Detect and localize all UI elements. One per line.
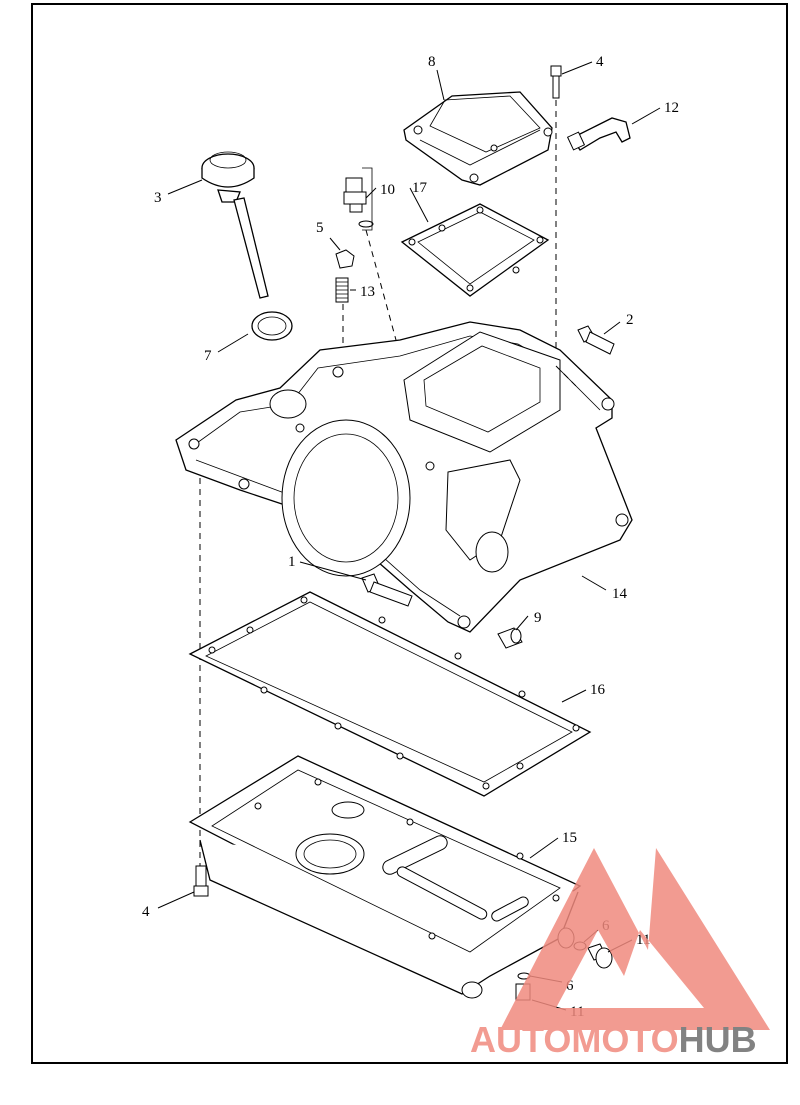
watermark-text-auto: AUTOMOTO: [470, 1019, 679, 1060]
oil-pan-part-15: [188, 755, 582, 999]
callout-14: 14: [612, 586, 628, 602]
bolt-part-4-bottom: [193, 865, 209, 897]
gasket-part-17: [400, 203, 550, 297]
watermark-text-hub: HUB: [679, 1019, 757, 1060]
oil-pan-gasket-part-16: [188, 591, 592, 797]
callout-1: 1: [288, 554, 296, 570]
callout-10: 10: [380, 182, 395, 198]
o-ring-part-7: [251, 311, 293, 341]
diagram-frame: [31, 3, 788, 1064]
dowel-part-9: [497, 627, 523, 649]
callout-3: 3: [154, 190, 162, 206]
callout-6-lower: 6: [566, 978, 574, 994]
callout-15: 15: [562, 830, 577, 846]
breather-cover-part-8: [403, 91, 553, 186]
oil-housing-part-14: [175, 321, 633, 633]
plug-part-11-upper: [587, 943, 613, 969]
bolt-part-1: [361, 573, 413, 607]
sending-unit-part-10: [343, 167, 374, 231]
callout-12: 12: [664, 100, 679, 116]
hose-fitting-part-12: [566, 117, 631, 151]
callout-7: 7: [204, 348, 212, 364]
watermark-triangle-logo: [500, 848, 770, 1030]
callout-17: 17: [412, 180, 428, 196]
callout-2: 2: [626, 312, 634, 328]
callout-16: 16: [590, 682, 606, 698]
callout-4-top: 4: [596, 54, 604, 70]
callout-13: 13: [360, 284, 375, 300]
dipstick-part-3: [201, 151, 269, 299]
watermark-text: AUTOMOTOHUB: [470, 1019, 757, 1060]
callout-4-bottom: 4: [142, 904, 150, 920]
automotohub-watermark: AUTOMOTOHUB: [470, 848, 770, 1060]
callout-9: 9: [534, 610, 542, 626]
callout-8: 8: [428, 54, 436, 70]
plug-part-5: [335, 249, 355, 269]
bolt-part-4-top: [550, 65, 562, 99]
bolt-part-2: [577, 325, 615, 355]
spring-part-13: [335, 277, 349, 303]
callout-5: 5: [316, 220, 324, 236]
